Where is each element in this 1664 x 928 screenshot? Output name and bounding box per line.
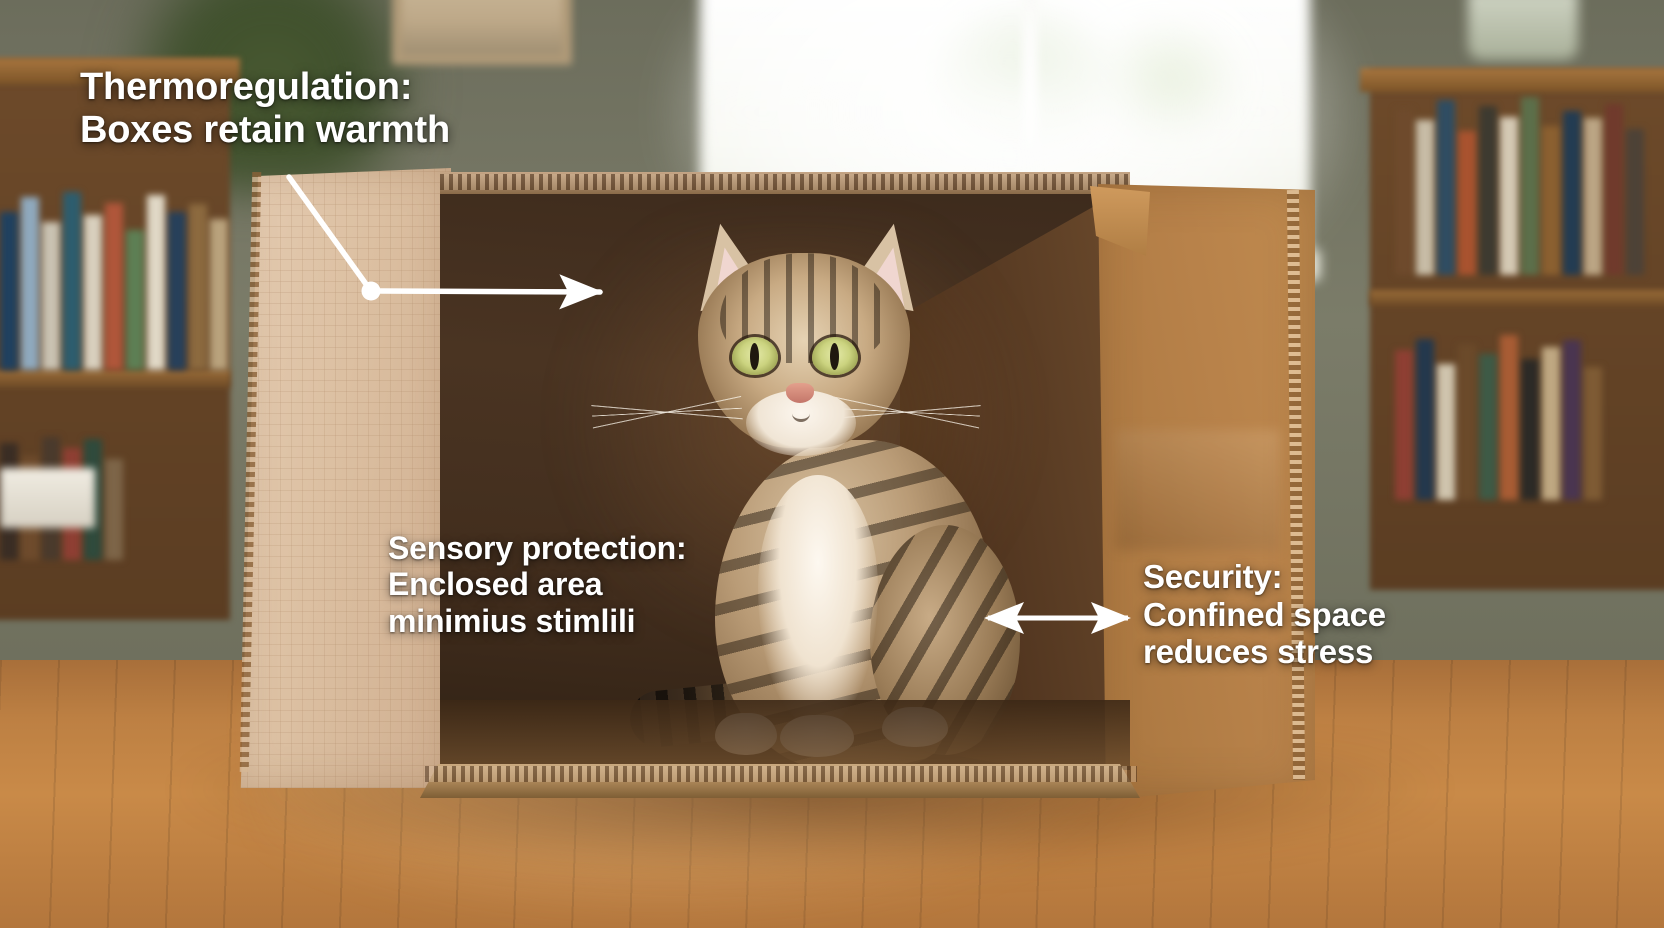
white-book-stack bbox=[0, 468, 95, 528]
annotation-sensory-protection: Sensory protection: Enclosed area minimi… bbox=[388, 530, 687, 639]
bookshelf-left-divider bbox=[0, 370, 230, 388]
box-top-edge-corrugation bbox=[440, 174, 1130, 190]
bookshelf-right-top bbox=[1360, 68, 1664, 92]
bookshelf-right-divider bbox=[1370, 290, 1664, 306]
cat-pupil-right bbox=[830, 343, 839, 370]
cat-chest-fur bbox=[758, 475, 878, 725]
bookshelf-left-top bbox=[0, 58, 240, 84]
box-inner-floor bbox=[440, 700, 1130, 770]
box-flap-right-crease bbox=[1115, 430, 1280, 550]
annotation-thermoregulation: Thermoregulation: Boxes retain warmth bbox=[80, 66, 450, 152]
wall-picture-frame bbox=[392, 0, 572, 65]
plant-pot-right bbox=[1468, 0, 1578, 60]
box-front-corrugation bbox=[425, 766, 1137, 782]
box-flap-left bbox=[236, 168, 451, 788]
box-flap-left-texture bbox=[236, 168, 451, 788]
connector-joint-dot bbox=[361, 281, 381, 301]
cat-nose bbox=[786, 383, 814, 403]
cat-mouth bbox=[792, 405, 810, 422]
connector-thermoregulation bbox=[286, 174, 604, 310]
box-flap-right bbox=[1098, 184, 1315, 800]
cat-pupil-left bbox=[750, 343, 759, 370]
books-right-upper bbox=[1395, 95, 1644, 275]
books-right-lower bbox=[1395, 330, 1602, 500]
annotation-security: Security: Confined space reduces stress bbox=[1143, 558, 1386, 671]
books-left-upper bbox=[0, 190, 228, 370]
